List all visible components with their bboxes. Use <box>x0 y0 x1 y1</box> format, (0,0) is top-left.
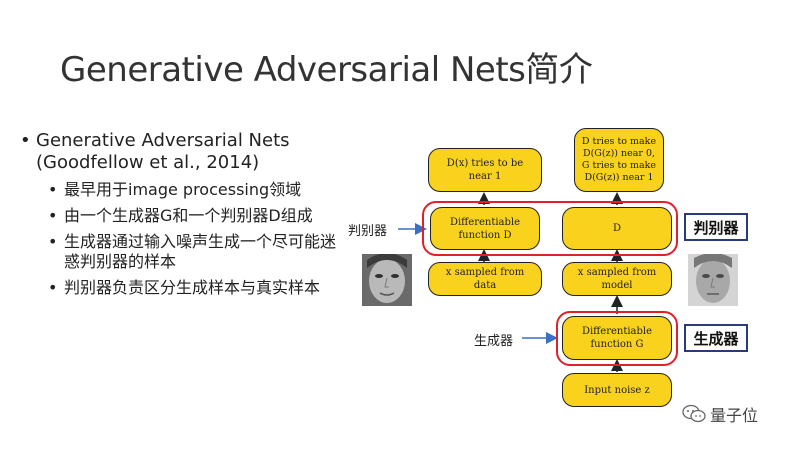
sub-bullet-3: 生成器通过输入噪声生成一个尽可能迷惑判别器的样本 <box>48 232 338 272</box>
bullet-main: Generative Adversarial Nets (Goodfellow … <box>18 130 338 174</box>
bullet-list: Generative Adversarial Nets (Goodfellow … <box>18 130 338 304</box>
real-face-image <box>362 254 412 306</box>
right-target-box: D tries to make D(G(z)) near 0, G tries … <box>574 128 664 192</box>
watermark: 量子位 <box>682 402 758 426</box>
discriminator-tag: 判别器 <box>684 213 748 241</box>
sub-bullet-1: 最早用于image processing领域 <box>48 180 338 200</box>
discriminator-left-box: Differentiable function D <box>430 207 540 250</box>
generator-tag: 生成器 <box>684 324 748 352</box>
sample-data-box: x sampled from data <box>428 262 542 296</box>
generator-highlight <box>556 311 678 366</box>
noise-box: Input noise z <box>562 373 672 407</box>
discriminator-side-label: 判别器 <box>348 224 388 239</box>
wechat-icon <box>682 404 706 423</box>
sub-bullet-list: 最早用于image processing领域 由一个生成器G和一个判别器D组成 … <box>18 180 338 298</box>
discriminator-right-box: D <box>562 207 672 250</box>
sub-bullet-2: 由一个生成器G和一个判别器D组成 <box>48 206 338 226</box>
generator-box: Differentiable function G <box>562 316 672 360</box>
generated-face-image <box>688 254 738 306</box>
sub-bullet-4: 判别器负责区分生成样本与真实样本 <box>48 278 338 298</box>
left-target-box: D(x) tries to be near 1 <box>428 148 542 192</box>
generator-side-label: 生成器 <box>474 334 514 349</box>
slide-title: Generative Adversarial Nets简介 <box>60 50 593 90</box>
sample-model-box: x sampled from model <box>562 262 672 296</box>
discriminator-highlight <box>422 201 678 256</box>
watermark-text: 量子位 <box>710 406 759 425</box>
